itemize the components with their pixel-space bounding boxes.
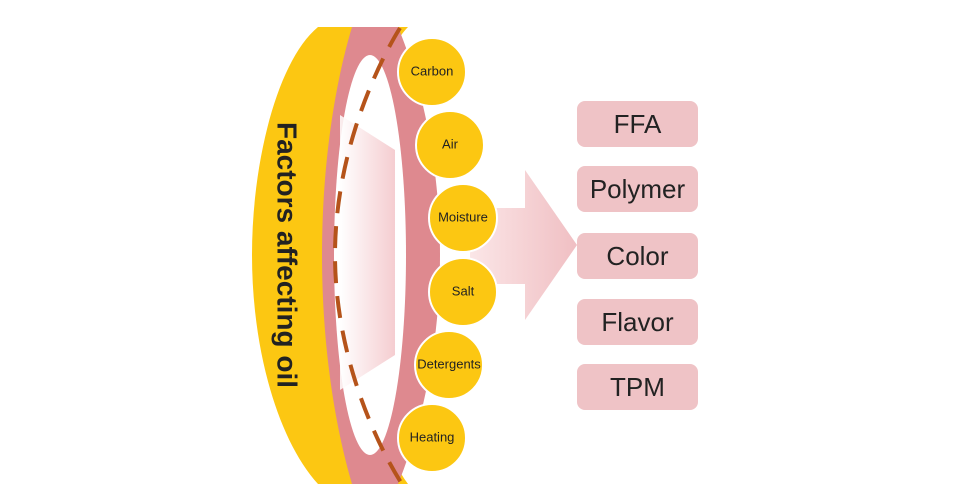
effect-box-color: Color <box>577 233 698 279</box>
dashed-arc <box>332 26 404 486</box>
factor-circle-air: Air <box>415 110 485 180</box>
factor-circle-moisture: Moisture <box>428 183 498 253</box>
diagram-title: Factors affecting oil <box>272 122 303 388</box>
effect-box-polymer: Polymer <box>577 166 698 212</box>
light-cone <box>340 115 395 390</box>
factor-circle-salt: Salt <box>428 257 498 327</box>
factor-label: Carbon <box>411 63 454 78</box>
effect-box-ffa: FFA <box>577 101 698 147</box>
effect-box-flavor: Flavor <box>577 299 698 345</box>
factor-circle-carbon: Carbon <box>397 37 467 107</box>
effect-arrow <box>470 170 577 320</box>
factor-circle-heating: Heating <box>397 403 467 473</box>
factor-label: Salt <box>452 283 475 298</box>
factor-label: Air <box>442 136 459 151</box>
factor-circle-detergents: Detergents <box>414 330 484 400</box>
factor-label: Detergents <box>417 356 481 371</box>
effect-box-tpm: TPM <box>577 364 698 410</box>
factor-label: Heating <box>410 429 455 444</box>
factor-label: Moisture <box>438 209 488 224</box>
